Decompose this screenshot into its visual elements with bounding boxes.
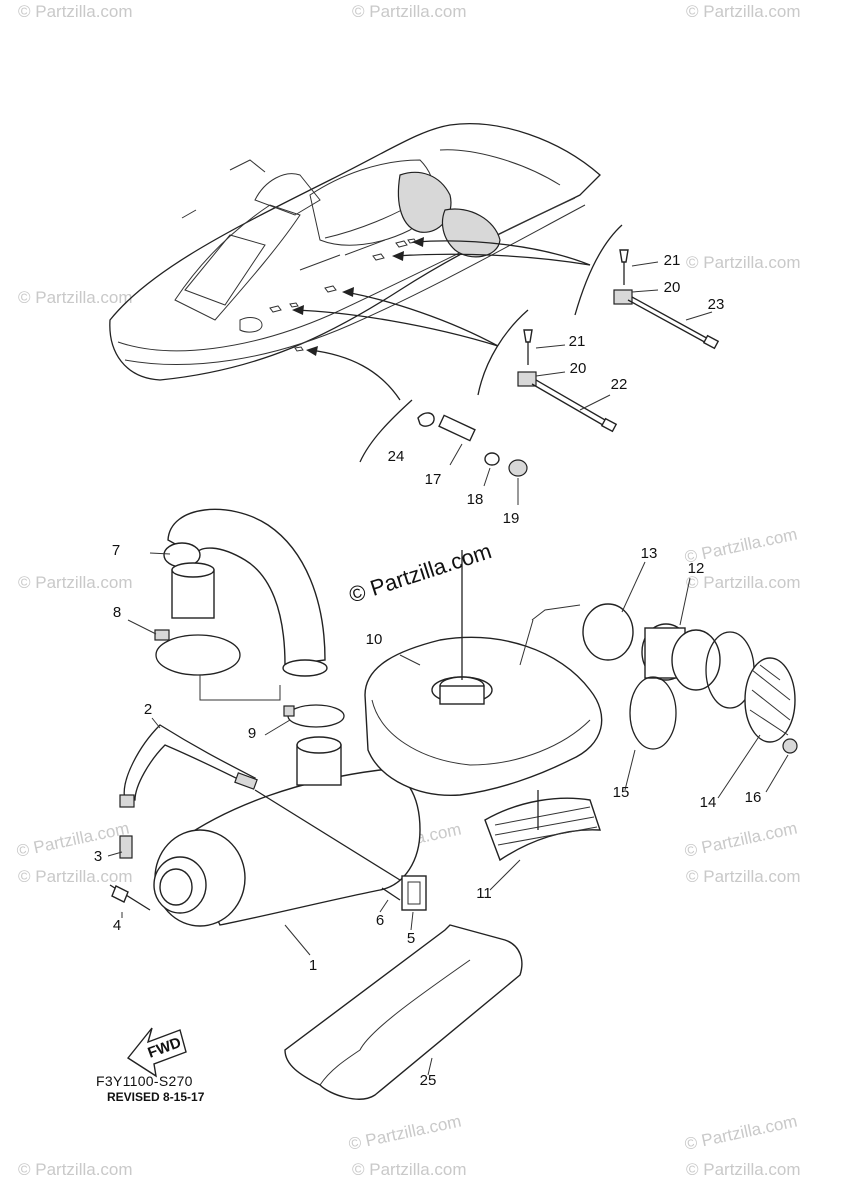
watermark-text: © Partzilla.com	[686, 1160, 801, 1179]
watermark-text: © Partzilla.com	[18, 2, 133, 21]
part-callout-17: 17	[425, 471, 442, 488]
watermark-text: © Partzilla.com	[683, 1112, 799, 1154]
watermark-text: © Partzilla.com	[18, 1160, 133, 1179]
watermark-text: © Partzilla.com	[686, 2, 801, 21]
watermark-text: © Partzilla.com	[686, 573, 801, 592]
revision-note: REVISED 8-15-17	[107, 1090, 205, 1104]
part-callout-9: 9	[248, 725, 256, 742]
location-arrows	[292, 224, 623, 463]
part-callout-21: 21	[569, 333, 586, 350]
part-callout-3: 3	[94, 848, 102, 865]
part-callout-23: 23	[708, 296, 725, 313]
part-callout-14: 14	[700, 794, 717, 811]
part-callout-6: 6	[376, 912, 384, 929]
part-callout-10: 10	[366, 631, 383, 648]
part-callout-22: 22	[611, 376, 628, 393]
part-callout-21: 21	[664, 252, 681, 269]
water-lock-assembly	[364, 550, 798, 891]
part-callout-20: 20	[664, 279, 681, 296]
watermark-text: © Partzilla.com	[352, 2, 467, 21]
part-callout-16: 16	[745, 789, 762, 806]
part-callout-12: 12	[688, 560, 705, 577]
exhaust-assembly	[107, 508, 427, 956]
diagram-code: F3Y1100-S270	[96, 1073, 193, 1089]
fwd-arrow: FWD	[126, 1027, 187, 1078]
tray-part	[284, 924, 523, 1100]
part-callout-4: 4	[113, 917, 121, 934]
watermark-text: © Partzilla.com	[347, 1112, 463, 1154]
part-callout-19: 19	[503, 510, 520, 527]
part-callout-2: 2	[144, 701, 152, 718]
watermark-text: © Partzilla.com	[18, 288, 133, 307]
part-callout-20: 20	[570, 360, 587, 377]
part-callout-5: 5	[407, 930, 415, 947]
part-callout-18: 18	[467, 491, 484, 508]
part-callout-8: 8	[113, 604, 121, 621]
part-callout-15: 15	[613, 784, 630, 801]
fastener-details	[417, 249, 720, 505]
watermark-text: © Partzilla.com	[683, 819, 799, 861]
part-callout-24: 24	[388, 448, 405, 465]
part-callout-1: 1	[309, 957, 317, 974]
watermark-center-text: © Partzilla.com	[346, 538, 495, 608]
part-callout-13: 13	[641, 545, 658, 562]
part-callout-7: 7	[112, 542, 120, 559]
part-callout-11: 11	[476, 885, 492, 902]
watermark-text: © Partzilla.com	[18, 867, 133, 886]
watercraft-illustration	[109, 123, 601, 381]
part-callout-25: 25	[420, 1072, 437, 1089]
watermark-text: © Partzilla.com	[352, 1160, 467, 1179]
watermark-text: © Partzilla.com	[686, 867, 801, 886]
watermark-text: © Partzilla.com	[18, 573, 133, 592]
watermark-text: © Partzilla.com	[686, 253, 801, 272]
